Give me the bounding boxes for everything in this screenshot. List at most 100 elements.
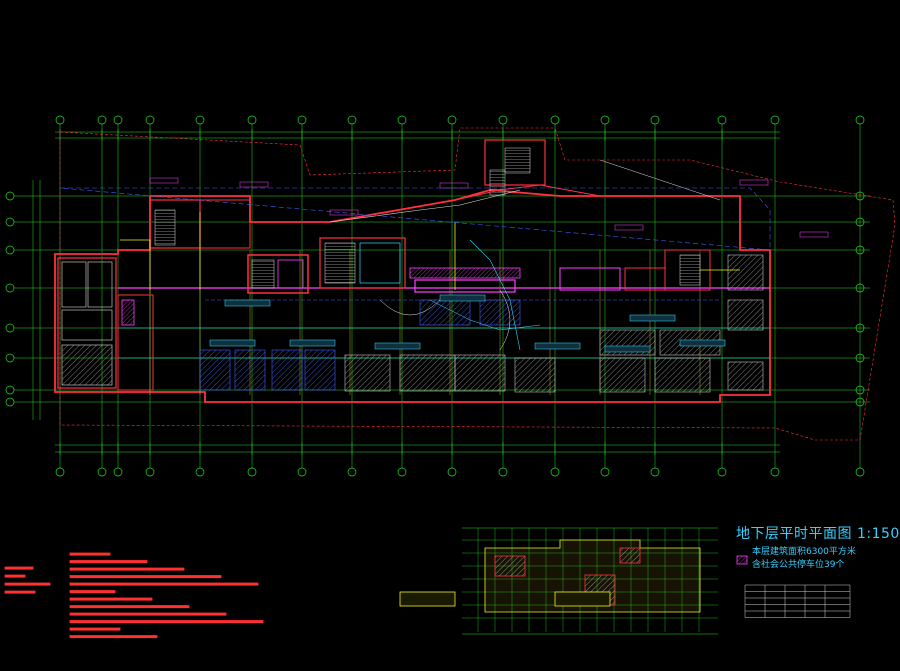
- room-tag: [629, 314, 676, 322]
- grid-bubble-icon: [397, 115, 407, 125]
- grid-bubble-icon: [550, 115, 560, 125]
- note-line: [69, 567, 185, 571]
- grid-bubble-icon: [855, 467, 865, 477]
- grid-bubble-icon: [5, 397, 15, 407]
- stair-hatch-icon: [679, 254, 701, 286]
- parking-hatch: [727, 361, 764, 391]
- grid-bubble-icon: [855, 397, 865, 407]
- parking-hatch: [654, 357, 711, 393]
- grid-bubble-icon: [397, 467, 407, 477]
- annotation-tag: [239, 181, 269, 188]
- note-line: [69, 605, 190, 609]
- parking-note: 含社会公共停车位39个: [752, 560, 845, 570]
- grid-bubble-icon: [855, 217, 865, 227]
- dimension-leader: [599, 159, 721, 201]
- grid-bubble-icon: [717, 467, 727, 477]
- ramp-edge: [454, 184, 601, 201]
- service-hatch: [271, 349, 303, 391]
- mini-label-box: [399, 591, 456, 607]
- grid-bubble-icon: [770, 115, 780, 125]
- grid-bubble-icon: [855, 191, 865, 201]
- upper-level-outline: [59, 187, 771, 251]
- room: [61, 261, 87, 308]
- grid-bubble-icon: [113, 115, 123, 125]
- room: [61, 344, 113, 386]
- equipment: [121, 299, 135, 326]
- mini-room: [619, 547, 641, 564]
- grid-bubble-icon: [855, 245, 865, 255]
- room-tag: [679, 339, 726, 347]
- grid-bubble-icon: [5, 323, 15, 333]
- note-line: [69, 620, 264, 624]
- grid-bubble-icon: [498, 467, 508, 477]
- annotation-tag: [439, 182, 469, 189]
- service-hatch: [234, 349, 266, 391]
- room-tag: [374, 342, 421, 350]
- grid-bubble-icon: [347, 467, 357, 477]
- grid-bubble-icon: [5, 385, 15, 395]
- stair-hatch-icon: [154, 209, 176, 246]
- grid-bubble-icon: [5, 353, 15, 363]
- grid-bubble-icon: [855, 323, 865, 333]
- grid-bubble-icon: [855, 385, 865, 395]
- stair-hatch-icon: [251, 259, 275, 289]
- grid-bubble-icon: [195, 115, 205, 125]
- parking-hatch: [727, 254, 764, 291]
- grid-bubble-icon: [145, 467, 155, 477]
- room-tag: [604, 345, 651, 353]
- grid-bubble-icon: [498, 115, 508, 125]
- annotation-tag: [739, 179, 769, 186]
- parking-hatch: [399, 354, 456, 392]
- equipment: [559, 267, 621, 291]
- equipment-strip: [409, 267, 521, 279]
- room-block: [57, 257, 117, 389]
- room: [624, 267, 666, 291]
- core-block: [319, 237, 406, 289]
- grid-bubble-icon: [145, 115, 155, 125]
- grid-bubble-icon: [195, 467, 205, 477]
- grid-bubble-icon: [297, 115, 307, 125]
- grid-bubble-icon: [600, 467, 610, 477]
- room: [87, 261, 113, 308]
- annotation-tag: [149, 177, 179, 184]
- stair-hatch-icon: [489, 169, 506, 196]
- room-block: [199, 199, 251, 249]
- stair-hatch-icon: [504, 147, 531, 174]
- parking-hatch: [514, 357, 556, 393]
- note-line: [4, 566, 34, 570]
- mini-label-box: [554, 591, 611, 607]
- note-line: [69, 612, 227, 616]
- area-note: 本层建筑面积6300平方米: [752, 547, 856, 557]
- parking-hatch: [344, 354, 391, 392]
- parking-hatch: [599, 357, 646, 393]
- equipment-strip: [414, 279, 516, 293]
- parking-hatch: [727, 299, 764, 331]
- room: [359, 242, 401, 284]
- grid-bubble-icon: [5, 283, 15, 293]
- annotation-tag: [614, 224, 644, 231]
- grid-bubble-icon: [113, 467, 123, 477]
- room-tag: [289, 339, 336, 347]
- grid-bubble-icon: [247, 467, 257, 477]
- room: [61, 309, 113, 341]
- note-line: [69, 575, 222, 579]
- ramp-curve: [429, 299, 541, 331]
- grid-bubble-icon: [550, 467, 560, 477]
- note-line: [69, 552, 111, 556]
- mini-room: [494, 555, 526, 577]
- room-tag: [209, 339, 256, 347]
- note-line: [69, 597, 153, 601]
- door-arc: [379, 299, 441, 316]
- grid-bubble-icon: [5, 191, 15, 201]
- note-line: [69, 590, 116, 594]
- entrance-block: [484, 139, 546, 186]
- annotation-tag: [329, 209, 359, 216]
- elevator: [277, 259, 304, 289]
- grid-bubble-icon: [650, 115, 660, 125]
- grid-bubble-icon: [97, 115, 107, 125]
- ramp-line: [329, 189, 521, 223]
- grid-bubble-icon: [717, 115, 727, 125]
- grid-bubble-icon: [855, 115, 865, 125]
